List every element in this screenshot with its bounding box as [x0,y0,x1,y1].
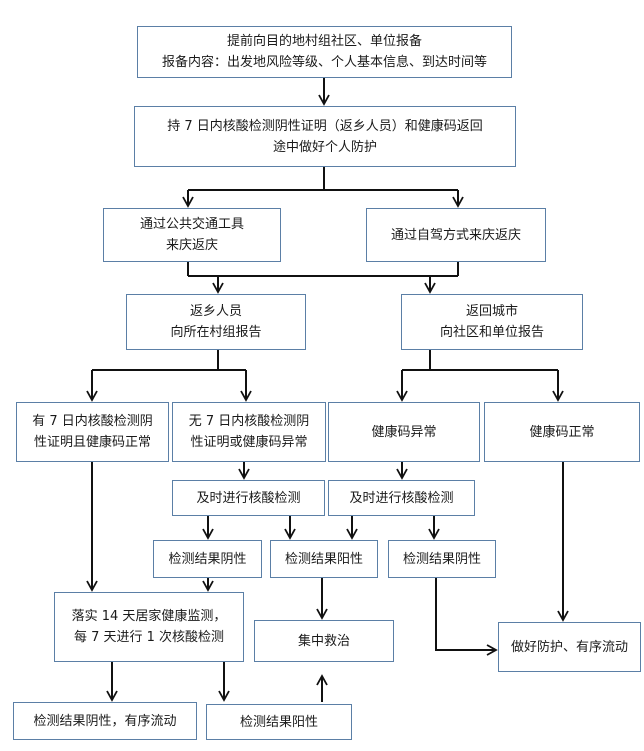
code-abnormal-line: 健康码异常 [371,424,437,440]
centralized-treatment-line: 集中救治 [297,633,350,649]
code-normal-line: 健康码正常 [529,424,595,440]
result-negative-2-line: 检测结果阴性 [402,551,481,567]
nucleic-proof-box: 持 7 日内核酸检测阴性证明（返乡人员）和健康码返回途中做好个人防护 [134,106,516,167]
code-abnormal-box: 健康码异常 [328,402,480,462]
nucleic-test-right-box: 及时进行核酸检测 [328,480,475,516]
code-normal-box: 健康码正常 [484,402,640,462]
no-proof-abnormal-box: 无 7 日内核酸检测阴性证明或健康码异常 [172,402,326,462]
city-report-line-1: 返回城市 [465,304,518,319]
final-positive-box: 检测结果阳性 [206,704,352,740]
connector-proof-split [188,167,458,191]
self-drive-box: 通过自驾方式来庆返庆 [366,208,546,262]
public-transport-box: 通过公共交通工具来庆返庆 [103,208,281,262]
result-positive-1-line: 检测结果阳性 [284,551,363,567]
nucleic-proof-line-2: 途中做好个人防护 [272,139,377,155]
has-proof-normal-box: 有 7 日内核酸检测阴性证明且健康码正常 [16,402,169,462]
public-transport-line-2: 来庆返庆 [165,238,218,253]
home-monitoring-box: 落实 14 天居家健康监测， 每 7 天进行 1 次核酸检测 [54,592,244,662]
public-transport-line-1: 通过公共交通工具 [139,217,244,232]
returnee-report-box: 返乡人员向所在村组报告 [126,294,306,350]
centralized-treatment-box: 集中救治 [254,620,394,662]
protect-flow-box: 做好防护、有序流动 [498,622,641,672]
nucleic-proof-line-1: 持 7 日内核酸检测阴性证明（返乡人员）和健康码返回 [167,118,483,134]
connector-negative-to-protect [435,578,498,656]
result-negative-1-line: 检测结果阴性 [168,551,247,567]
protect-flow-line: 做好防护、有序流动 [510,639,628,655]
city-report-box: 返回城市向社区和单位报告 [401,294,583,350]
city-report-line-2: 向社区和单位报告 [439,325,544,340]
nucleic-test-left-box: 及时进行核酸检测 [172,480,325,516]
report-ahead-line-2: 报备内容：出发地风险等级、个人基本信息、到达时间等 [161,55,487,70]
result-positive-1-box: 检测结果阳性 [270,540,378,578]
final-negative-line: 检测结果阴性，有序流动 [33,713,177,729]
home-monitoring-line-2: 每 7 天进行 1 次核酸检测 [73,630,225,645]
no-proof-line-1: 无 7 日内核酸检测阴 [188,414,310,429]
connector-returnee-split [92,350,246,371]
has-proof-line-2: 性证明且健康码正常 [33,435,151,450]
returnee-report-line-1: 返乡人员 [189,304,242,319]
result-negative-2-box: 检测结果阴性 [388,540,496,578]
no-proof-line-2: 性证明或健康码异常 [190,435,308,450]
result-negative-1-box: 检测结果阴性 [153,540,262,578]
nucleic-test-left-line: 及时进行核酸检测 [196,490,301,506]
connector-city-split [402,350,558,371]
final-positive-line: 检测结果阳性 [239,714,318,730]
self-drive-line-1: 通过自驾方式来庆返庆 [390,227,521,243]
report-ahead-line-1: 提前向目的地村组社区、单位报备 [226,34,422,49]
has-proof-line-1: 有 7 日内核酸检测阴 [32,414,153,429]
report-ahead-box: 提前向目的地村组社区、单位报备报备内容：出发地风险等级、个人基本信息、到达时间等 [137,26,512,78]
home-monitoring-line-1: 落实 14 天居家健康监测， [71,609,227,624]
nucleic-test-right-line: 及时进行核酸检测 [349,490,454,506]
final-negative-box: 检测结果阴性，有序流动 [13,702,197,740]
returnee-report-line-2: 向所在村组报告 [170,325,262,340]
